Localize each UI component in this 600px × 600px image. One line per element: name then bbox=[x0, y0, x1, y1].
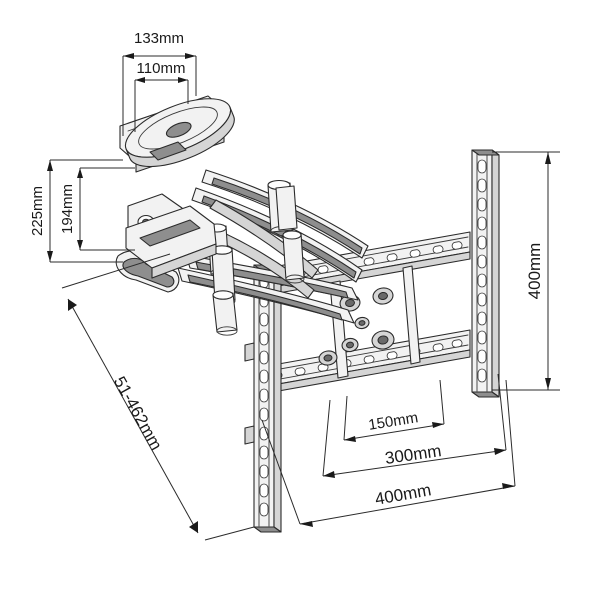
pivot-cylinder bbox=[207, 179, 305, 336]
wall-plate-rail-right bbox=[471, 149, 500, 398]
vesa-swivel-plate bbox=[119, 95, 235, 173]
dimension-110mm: 110mm bbox=[134, 60, 189, 132]
dimension-133mm: 133mm bbox=[122, 30, 197, 136]
dimension-label-133mm: 133mm bbox=[134, 30, 184, 47]
dimension-225mm: 225mm bbox=[29, 159, 123, 263]
dimension-label-150mm: 150mm bbox=[367, 409, 419, 434]
dimension-label-110mm: 110mm bbox=[137, 60, 186, 77]
wall-plate-spine bbox=[329, 265, 421, 379]
wall-plate-rail-left bbox=[244, 264, 282, 533]
articulating-arm-assembly bbox=[115, 169, 369, 336]
dimension-400mm-width: 400mm bbox=[261, 379, 516, 527]
dimension-label-51-462mm: 51-462mm bbox=[110, 373, 166, 453]
dimension-400mm-height: 400mm bbox=[492, 151, 560, 391]
dimension-label-300mm: 300mm bbox=[384, 441, 443, 468]
dimension-label-400mm-width: 400mm bbox=[373, 480, 432, 509]
dimension-194mm: 194mm bbox=[59, 167, 135, 251]
dimension-label-400mm-height: 400mm bbox=[525, 243, 544, 300]
dimension-label-225mm: 225mm bbox=[29, 186, 46, 236]
dimension-label-194mm: 194mm bbox=[59, 184, 76, 234]
dimension-150mm: 150mm bbox=[343, 379, 445, 442]
tilt-plate bbox=[125, 205, 217, 279]
dimension-51-462mm: 51-462mm bbox=[61, 253, 255, 541]
